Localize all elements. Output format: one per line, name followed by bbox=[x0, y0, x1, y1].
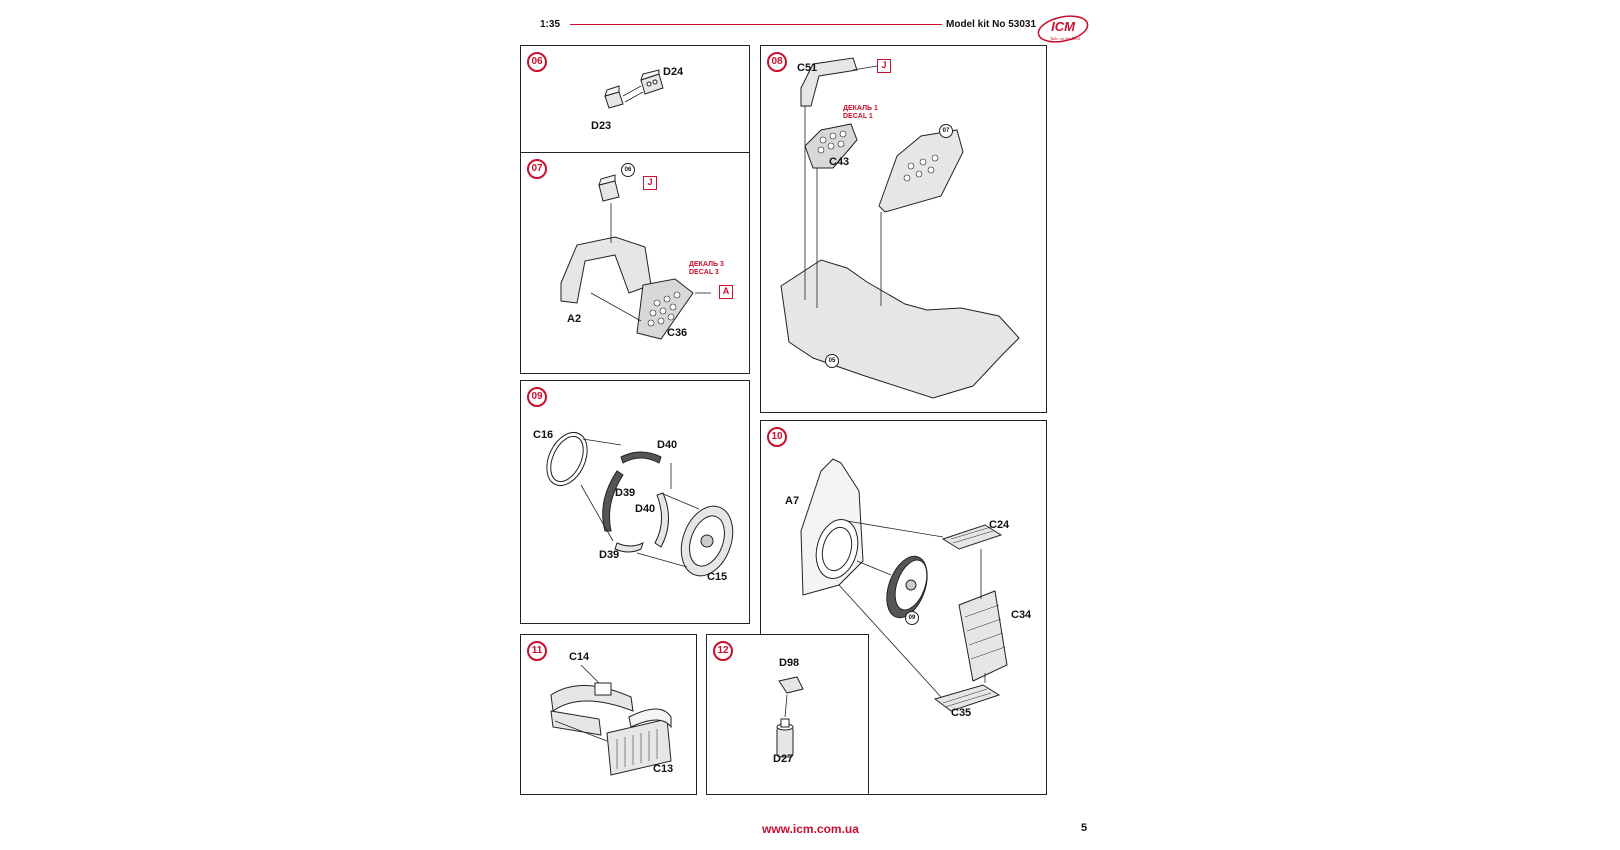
part-label-c35: C35 bbox=[951, 707, 972, 719]
part-label-c15: C15 bbox=[707, 571, 728, 583]
logo-tagline: Take on the Real bbox=[1050, 36, 1081, 41]
part-label-c24: C24 bbox=[989, 519, 1010, 531]
step-11-number: 11 bbox=[527, 641, 547, 661]
step-08-panel: 08 C51 J ДЕКАЛЬ 1 DECAL 1 07 C43 05 bbox=[760, 45, 1047, 413]
footer-website: www.icm.com.ua bbox=[762, 822, 859, 836]
step-08-number: 08 bbox=[767, 52, 787, 72]
part-label-c36: C36 bbox=[667, 327, 688, 339]
step-11-drawing bbox=[550, 664, 672, 776]
part-label-a7: A7 bbox=[785, 495, 800, 507]
step-10-ref-circle: 09 bbox=[905, 611, 919, 625]
step-09-number: 09 bbox=[527, 387, 547, 407]
step-06-drawing bbox=[604, 69, 664, 109]
part-label-c16: C16 bbox=[533, 429, 554, 441]
scale-label: 1:35 bbox=[540, 19, 561, 30]
step-07-panel: 07 06 J ДЕКАЛЬ 3 DECAL 3 A A2 C36 bbox=[520, 152, 750, 374]
step-08-ref-top: 07 bbox=[939, 124, 953, 138]
part-label-c51: C51 bbox=[797, 62, 818, 74]
step-11-panel: 11 C14 C13 bbox=[520, 634, 697, 795]
part-label-d98: D98 bbox=[779, 657, 800, 669]
part-label-d39-bottom: D39 bbox=[599, 549, 620, 561]
part-label-a2: A2 bbox=[567, 313, 582, 325]
part-label-d24: D24 bbox=[663, 66, 684, 78]
step-09-panel: 09 C16 D40 D39 D40 D39 C15 bbox=[520, 380, 750, 624]
part-label-c14: C14 bbox=[569, 651, 590, 663]
part-label-c13: C13 bbox=[653, 763, 674, 775]
icm-logo: ICM Take on the Real bbox=[1036, 14, 1090, 44]
step-07-box-a: A bbox=[719, 285, 733, 299]
step-08-ref-bottom: 05 bbox=[825, 354, 839, 368]
part-label-d40-mid: D40 bbox=[635, 503, 656, 515]
step-07-ref-circle: 06 bbox=[621, 163, 635, 177]
page-number: 5 bbox=[1081, 822, 1088, 834]
step-08-box-j: J bbox=[877, 59, 891, 73]
step-06-panel: 06 D24 D23 bbox=[520, 45, 750, 153]
step-08-drawing bbox=[780, 57, 1020, 399]
step-07-number: 07 bbox=[527, 159, 547, 179]
step-08-decal-en: DECAL 1 bbox=[843, 113, 873, 120]
step-09-drawing bbox=[546, 432, 734, 577]
step-08-decal-ru: ДЕКАЛЬ 1 bbox=[843, 105, 878, 112]
step-12-number: 12 bbox=[713, 641, 733, 661]
part-label-d23: D23 bbox=[591, 120, 612, 132]
part-label-d40-top: D40 bbox=[657, 439, 678, 451]
step-07-drawing bbox=[560, 174, 711, 340]
logo-text: ICM bbox=[1051, 19, 1076, 34]
header-rule bbox=[570, 24, 942, 25]
step-10-number: 10 bbox=[767, 427, 787, 447]
part-label-c34: C34 bbox=[1011, 609, 1032, 621]
step-07-decal-ru: ДЕКАЛЬ 3 bbox=[689, 261, 724, 268]
step-06-number: 06 bbox=[527, 52, 547, 72]
step-12-drawing bbox=[776, 676, 804, 758]
step-07-decal-en: DECAL 3 bbox=[689, 269, 719, 276]
step-07-box-j: J bbox=[643, 176, 657, 190]
step-10-drawing bbox=[800, 458, 1008, 712]
instruction-page: 1:35 Model kit No 53031 ICM Take on the … bbox=[520, 0, 1096, 850]
model-number: Model kit No 53031 bbox=[946, 19, 1037, 30]
part-label-d27: D27 bbox=[773, 753, 794, 765]
step-12-panel: 12 D98 D27 bbox=[706, 634, 869, 795]
part-label-c43: C43 bbox=[829, 156, 850, 168]
part-label-d39-top: D39 bbox=[615, 487, 636, 499]
